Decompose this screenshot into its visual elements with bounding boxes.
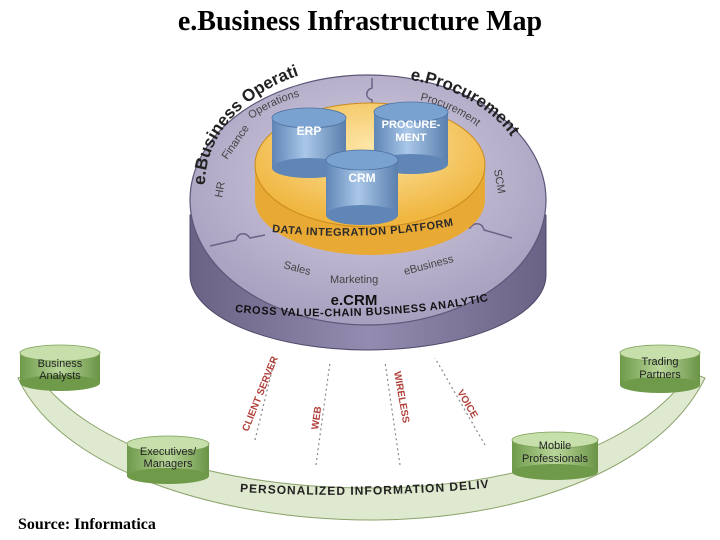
business-analysts-label-2: Analysts bbox=[39, 370, 81, 382]
web-label: WEB bbox=[310, 406, 324, 431]
delivery-band bbox=[17, 371, 706, 521]
hr-label: HR bbox=[213, 181, 228, 199]
mobile-label-1: Mobile bbox=[539, 440, 571, 452]
executives-managers-icon: Executives/ Managers bbox=[126, 435, 210, 484]
scm-label: SCM bbox=[491, 168, 507, 194]
procurement-db-label-1: PROCURE- bbox=[382, 119, 441, 131]
executives-label-2: Managers bbox=[144, 458, 193, 470]
executives-label-1: Executives/ bbox=[140, 446, 197, 458]
mobile-professionals-icon: Mobile Professionals bbox=[511, 431, 599, 480]
ecrm-label: e.CRM bbox=[331, 292, 378, 309]
source-caption: Source: Informatica bbox=[18, 516, 156, 533]
business-analysts-icon: Business Analysts bbox=[19, 344, 101, 391]
crm-db-label: CRM bbox=[348, 171, 375, 185]
procurement-db-label-2: MENT bbox=[395, 132, 426, 144]
voice-label: VOICE bbox=[454, 388, 479, 421]
crm-database-icon: CRM bbox=[325, 149, 399, 225]
trading-partners-icon: Trading Partners bbox=[619, 344, 701, 393]
erp-label: ERP bbox=[297, 124, 322, 138]
channel-arrows bbox=[254, 357, 486, 466]
procurement-database-icon: PROCURE- MENT bbox=[373, 101, 449, 174]
page-title: e.Business Infrastructure Map bbox=[177, 6, 543, 37]
trading-partners-label-2: Partners bbox=[639, 369, 681, 381]
mobile-label-2: Professionals bbox=[522, 453, 589, 465]
wireless-label: WIRELESS bbox=[391, 371, 411, 425]
business-analysts-label-1: Business bbox=[38, 358, 83, 370]
trading-partners-label-1: Trading bbox=[642, 356, 679, 368]
client-server-label: CLIENT SERVER bbox=[241, 354, 281, 433]
marketing-label: Marketing bbox=[330, 274, 378, 286]
